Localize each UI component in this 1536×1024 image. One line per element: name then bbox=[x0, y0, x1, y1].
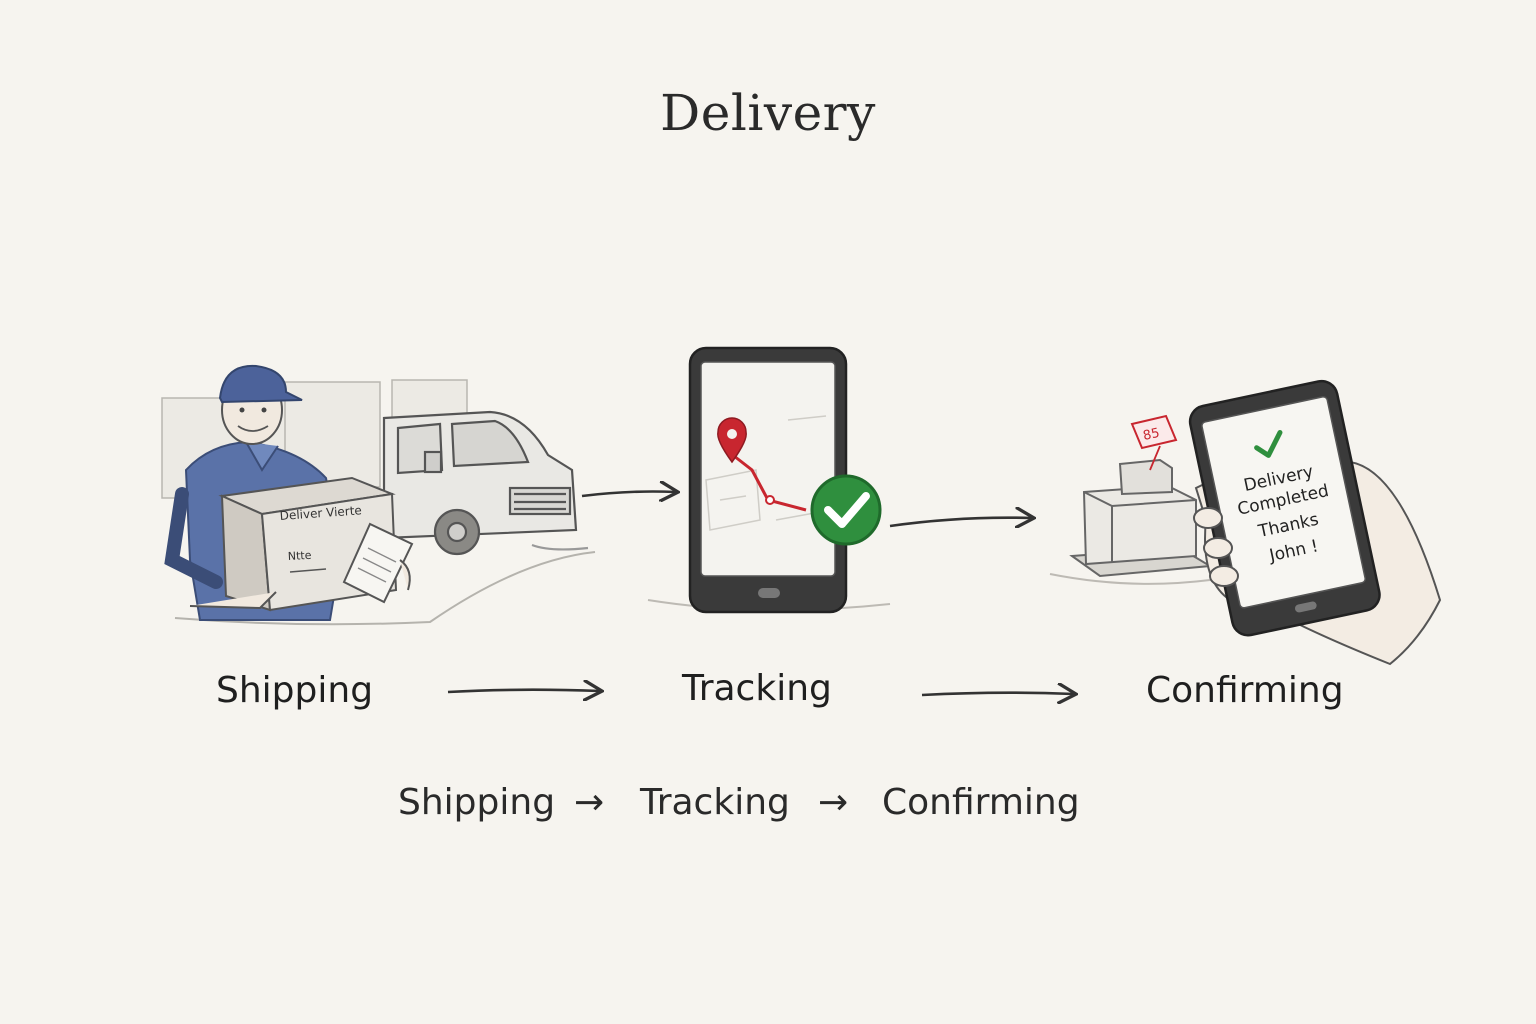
clipboard bbox=[342, 522, 414, 604]
location-pin-icon bbox=[717, 417, 747, 464]
step-label-tracking: Tracking bbox=[682, 668, 832, 709]
scene-arrow-2 bbox=[889, 518, 1032, 526]
step-label-confirming: Confirming bbox=[1146, 670, 1344, 711]
confirming-scene: 85 Delivery Completed Thanks John ! bbox=[1049, 379, 1442, 666]
check-badge-icon bbox=[810, 474, 882, 546]
shipping-scene: Deliver Vierte Ntte bbox=[161, 364, 596, 626]
route-line bbox=[733, 454, 807, 512]
summary-arrow-icon: → bbox=[818, 782, 849, 823]
label-arrow-1 bbox=[447, 690, 600, 692]
confirming-phone: Delivery Completed Thanks John ! bbox=[1188, 379, 1381, 637]
summary-item-shipping: Shipping bbox=[398, 782, 556, 823]
box-note: Ntte bbox=[287, 549, 312, 563]
delivery-truck bbox=[382, 410, 589, 556]
diagram-title: Delivery bbox=[660, 84, 876, 142]
ground-shadow bbox=[174, 551, 596, 626]
scene-arrow-1 bbox=[581, 492, 676, 497]
box-label: Deliver Vierte bbox=[279, 503, 362, 523]
shipping-box: Deliver Vierte Ntte bbox=[218, 476, 398, 612]
summary-arrow-icon: → bbox=[574, 782, 605, 823]
ground-shadow bbox=[1049, 573, 1211, 585]
step-label-shipping: Shipping bbox=[216, 670, 374, 711]
fingers bbox=[1193, 507, 1239, 587]
check-icon bbox=[1254, 430, 1283, 458]
price-tag-text: 85 bbox=[1142, 426, 1161, 444]
summary-item-tracking: Tracking bbox=[640, 782, 790, 823]
tracking-scene bbox=[647, 346, 891, 614]
label-arrow-2 bbox=[921, 693, 1074, 695]
tracking-phone bbox=[688, 346, 848, 614]
price-tag-icon: 85 bbox=[1130, 414, 1178, 471]
summary-item-confirming: Confirming bbox=[882, 782, 1080, 823]
parcel-stack bbox=[1069, 458, 1214, 578]
